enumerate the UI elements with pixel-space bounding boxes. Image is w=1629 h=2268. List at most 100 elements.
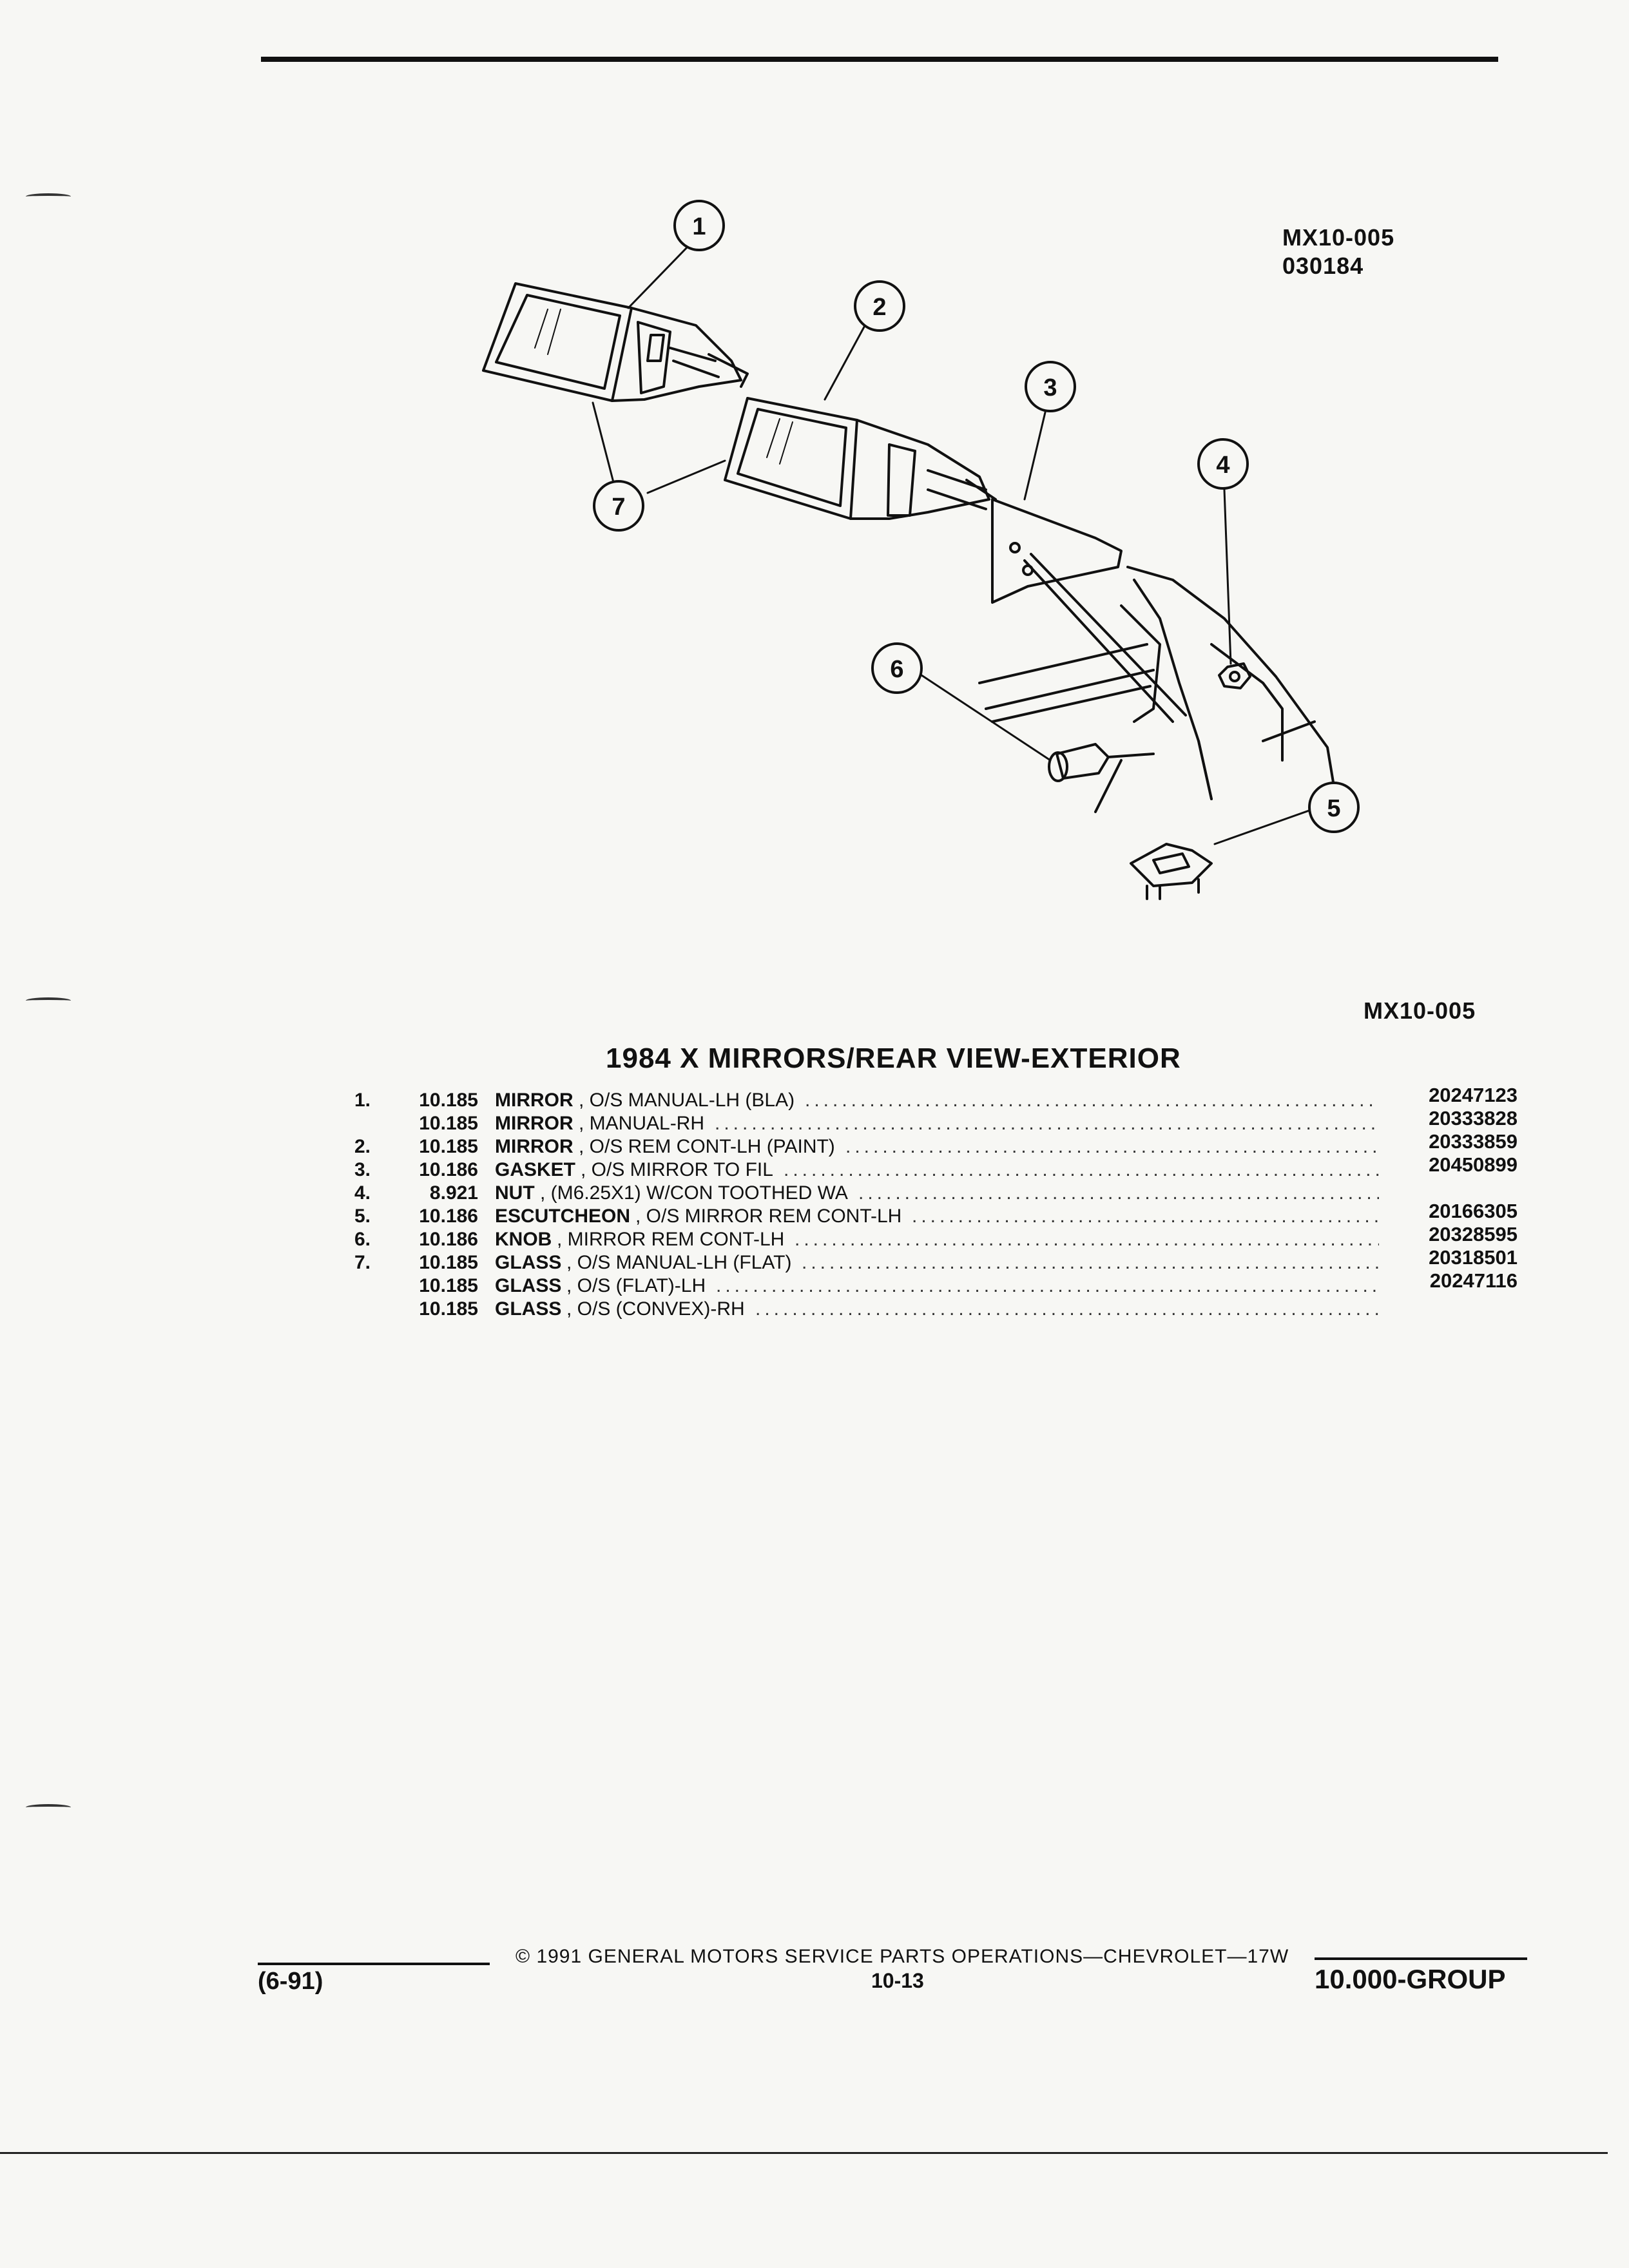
group-number: 10.185	[419, 1113, 478, 1134]
leader-dots: ........................................…	[784, 1159, 1379, 1180]
part-number: 20333828	[1429, 1107, 1518, 1129]
leader-1	[627, 244, 691, 309]
part-name: NUT	[495, 1182, 535, 1204]
knob-drawing	[1048, 743, 1155, 782]
part-description: , O/S MIRROR TO FIL	[581, 1159, 773, 1180]
callout-1: 1	[673, 200, 725, 251]
part-name: GASKET	[495, 1159, 576, 1180]
part-number: 20328595	[1429, 1223, 1518, 1245]
callout-6: 6	[871, 642, 923, 694]
svg-text:7: 7	[612, 494, 625, 521]
part-description: , O/S MIRROR REM CONT-LH	[635, 1206, 902, 1227]
leader-dots: ........................................…	[858, 1182, 1379, 1204]
part-number: 20247116	[1429, 1269, 1518, 1292]
leader-dots: ........................................…	[715, 1113, 1379, 1134]
parts-row: 1. 10.185 MIRROR, O/S MANUAL-LH (BLA) 20247…	[354, 1084, 1527, 1112]
part-number: 20247123	[1429, 1084, 1518, 1106]
part-description: , MANUAL-RH	[579, 1113, 705, 1134]
figure-code-top: MX10-005	[1282, 224, 1395, 251]
leader-dots: ........................................…	[795, 1229, 1379, 1250]
item-number: 5.	[354, 1206, 371, 1227]
parts-row: 5. 10.186 ESCUTCHEON, O/S MIRROR REM CONT-…	[354, 1200, 1527, 1228]
parts-row: 4. 8.921 NUT, (M6.25X1) W/CON TOOTHED WA..…	[354, 1182, 1527, 1205]
svg-text:3: 3	[1043, 374, 1057, 401]
parts-row: 10.185 GLASS, O/S (FLAT)-LH 20247116......…	[354, 1269, 1527, 1298]
svg-text:5: 5	[1327, 795, 1340, 822]
part-name: GLASS	[495, 1252, 562, 1273]
leader-5	[1213, 807, 1316, 845]
leader-7	[592, 401, 726, 494]
gasket-drawing	[991, 498, 1123, 604]
binder-hole-mark	[26, 1804, 71, 1811]
footer-rule-left	[258, 1963, 490, 1965]
group-number: 10.186	[419, 1229, 478, 1250]
item-number: 6.	[354, 1229, 371, 1250]
leader-dots: ........................................…	[802, 1252, 1379, 1273]
part-number: 20333859	[1429, 1130, 1518, 1153]
item-number: 2.	[354, 1136, 371, 1157]
group-number: 10.186	[419, 1206, 478, 1227]
leader-dots: ........................................…	[755, 1298, 1379, 1320]
part-number: 20166305	[1429, 1200, 1518, 1222]
leader-dots: ........................................…	[912, 1206, 1379, 1227]
svg-text:4: 4	[1216, 452, 1229, 479]
binder-hole-mark	[26, 193, 71, 200]
part-description: , MIRROR REM CONT-LH	[557, 1229, 785, 1250]
svg-text:6: 6	[890, 656, 903, 683]
item-number: 3.	[354, 1159, 371, 1180]
leader-dots: ........................................…	[845, 1136, 1379, 1157]
group-number: 10.185	[419, 1298, 478, 1320]
leader-4	[1223, 488, 1232, 665]
part-number: 20450899	[1429, 1153, 1518, 1176]
group-number: 10.185	[419, 1275, 478, 1296]
footer-page-number: 10-13	[871, 1969, 924, 1992]
nut-drawing	[1218, 662, 1251, 689]
svg-text:1: 1	[692, 213, 706, 240]
parts-row: 3. 10.186 GASKET, O/S MIRROR TO FIL 2045089…	[354, 1153, 1527, 1182]
leader-6	[912, 669, 1052, 762]
group-number: 10.186	[419, 1159, 478, 1180]
exploded-parts-diagram: 1 2 3 4 5 6 7	[482, 200, 1360, 900]
group-number: 10.185	[419, 1090, 478, 1111]
binder-hole-mark	[26, 997, 71, 1004]
part-number: 20318501	[1429, 1246, 1518, 1269]
leader-2	[824, 321, 868, 401]
callout-4: 4	[1197, 438, 1249, 490]
page-title: 1984 X MIRRORS/REAR VIEW-EXTERIOR	[606, 1043, 1181, 1074]
escutcheon-drawing	[1130, 843, 1213, 900]
part-description: , O/S MANUAL-LH (BLA)	[579, 1090, 795, 1111]
mirror-manual-lh-drawing	[482, 282, 749, 402]
footer-group: 10.000-GROUP	[1315, 1964, 1506, 1994]
item-number: 1.	[354, 1090, 371, 1111]
part-description: , O/S MANUAL-LH (FLAT)	[566, 1252, 792, 1273]
group-number: 10.185	[419, 1252, 478, 1273]
figure-date-code: 030184	[1282, 253, 1364, 279]
bottom-rule	[0, 2152, 1608, 2154]
svg-text:2: 2	[872, 294, 886, 321]
figure-code-bottom: MX10-005	[1364, 997, 1476, 1024]
callout-2: 2	[854, 280, 905, 332]
part-name: MIRROR	[495, 1136, 574, 1157]
part-description: , O/S (CONVEX)-RH	[566, 1298, 745, 1320]
part-description: , (M6.25X1) W/CON TOOTHED WA	[540, 1182, 848, 1204]
footer-rule-right	[1315, 1957, 1527, 1960]
part-name: GLASS	[495, 1298, 562, 1320]
part-name: MIRROR	[495, 1090, 574, 1111]
group-number: 8.921	[429, 1182, 478, 1204]
leader-dots: ........................................…	[716, 1275, 1379, 1296]
item-number: 4.	[354, 1182, 371, 1204]
top-rule	[261, 57, 1498, 62]
callout-5: 5	[1308, 782, 1360, 833]
part-name: GLASS	[495, 1275, 562, 1296]
door-panel-drawing	[978, 553, 1335, 813]
part-name: ESCUTCHEON	[495, 1206, 631, 1227]
part-description: , O/S (FLAT)-LH	[566, 1275, 706, 1296]
part-name: KNOB	[495, 1229, 552, 1250]
footer-date: (6-91)	[258, 1968, 323, 1995]
leader-dots: ........................................…	[805, 1090, 1379, 1111]
mirror-rem-cont-lh-drawing	[724, 397, 997, 520]
